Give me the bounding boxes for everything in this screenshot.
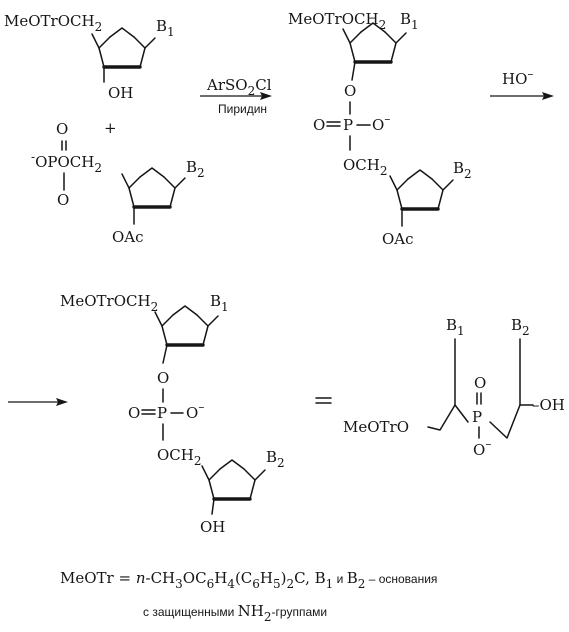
legend-line-1: MeOTr = n-CH3OC6H4(C6H5)2C, B1 и B2 – ос… — [60, 569, 437, 591]
furanose-ring — [200, 458, 267, 501]
linker-oxygen: O — [157, 369, 169, 387]
base2-label: B2 — [266, 448, 285, 470]
furanose-ring — [341, 21, 408, 64]
base-label: B1 — [156, 17, 175, 39]
acetyl-label: OAc — [112, 228, 144, 246]
phosphate-left: -OPOCH2 — [31, 150, 102, 175]
protected-dinucleotide: MeOTrOCH2 B1 O O P O– OCH2 B2 OAc — [288, 10, 472, 248]
phosphate-o-minus: O– — [186, 400, 204, 422]
furanose-ring — [120, 166, 187, 209]
reaction-arrow-1: ArSO2Cl Пиридин — [200, 76, 272, 116]
phosphate-o-top: O — [474, 374, 486, 392]
base-label: B2 — [186, 158, 205, 180]
equivalence-sign — [315, 397, 332, 404]
protect-label: MeOTrOCH2 — [60, 292, 158, 314]
deprotected-dinucleotide: MeOTrOCH2 B1 O O P O– OCH2 B2 OH — [60, 292, 285, 536]
linker-och: OCH2 — [157, 446, 202, 468]
legend-line-2: с защищенными NH2-группами — [143, 602, 327, 624]
hydroxyl-label: –OH — [532, 396, 565, 414]
phosphate-eq-o: O — [313, 116, 325, 134]
base1-label: B1 — [446, 316, 465, 338]
phosphorus-label: P — [157, 404, 167, 422]
phosphate-o-top: O — [56, 120, 68, 138]
phosphate-o-minus: O– — [372, 112, 390, 134]
base2-label: B2 — [453, 159, 472, 181]
linker-oxygen: O — [344, 82, 356, 100]
phosphate-o-bottom: O– — [473, 437, 491, 459]
solvent-label: Пиридин — [218, 102, 267, 116]
linker-och: OCH2 — [343, 156, 388, 178]
reaction-arrow-2: HO– — [490, 67, 554, 100]
hydroxyl-label: OH — [108, 84, 133, 102]
shorthand-structure: B1 B2 O P O– –OH MeOTrO — [343, 316, 565, 459]
phosphate-eq-o: O — [128, 404, 140, 422]
legend: MeOTr = n-CH3OC6H4(C6H5)2C, B1 и B2 – ос… — [60, 569, 437, 624]
reagent-label: ArSO2Cl — [206, 76, 272, 98]
reactant-nucleotide: O -OPOCH2 O B2 OAc — [31, 120, 205, 246]
protect-label: MeOTrO — [343, 418, 409, 436]
acetyl-label: OAc — [382, 230, 414, 248]
base2-label: B2 — [511, 316, 530, 338]
protect-label: MeOTrOCH2 — [4, 12, 102, 34]
phosphate-o-bottom: O — [57, 191, 69, 209]
base1-label: B1 — [400, 10, 419, 32]
reaction-arrow-3 — [8, 398, 68, 406]
furanose-ring — [153, 304, 220, 347]
hydroxide-label: HO– — [502, 67, 533, 88]
phosphorus-label: P — [343, 116, 353, 134]
base1-label: B1 — [210, 292, 229, 314]
phosphorus-label: P — [472, 408, 482, 426]
furanose-ring — [388, 168, 455, 211]
plus-sign: + — [104, 119, 117, 137]
hydroxyl-label: OH — [200, 518, 225, 536]
protect-label: MeOTrOCH2 — [288, 10, 386, 32]
reactant-nucleoside: MeOTrOCH2 B1 OH — [4, 12, 175, 102]
